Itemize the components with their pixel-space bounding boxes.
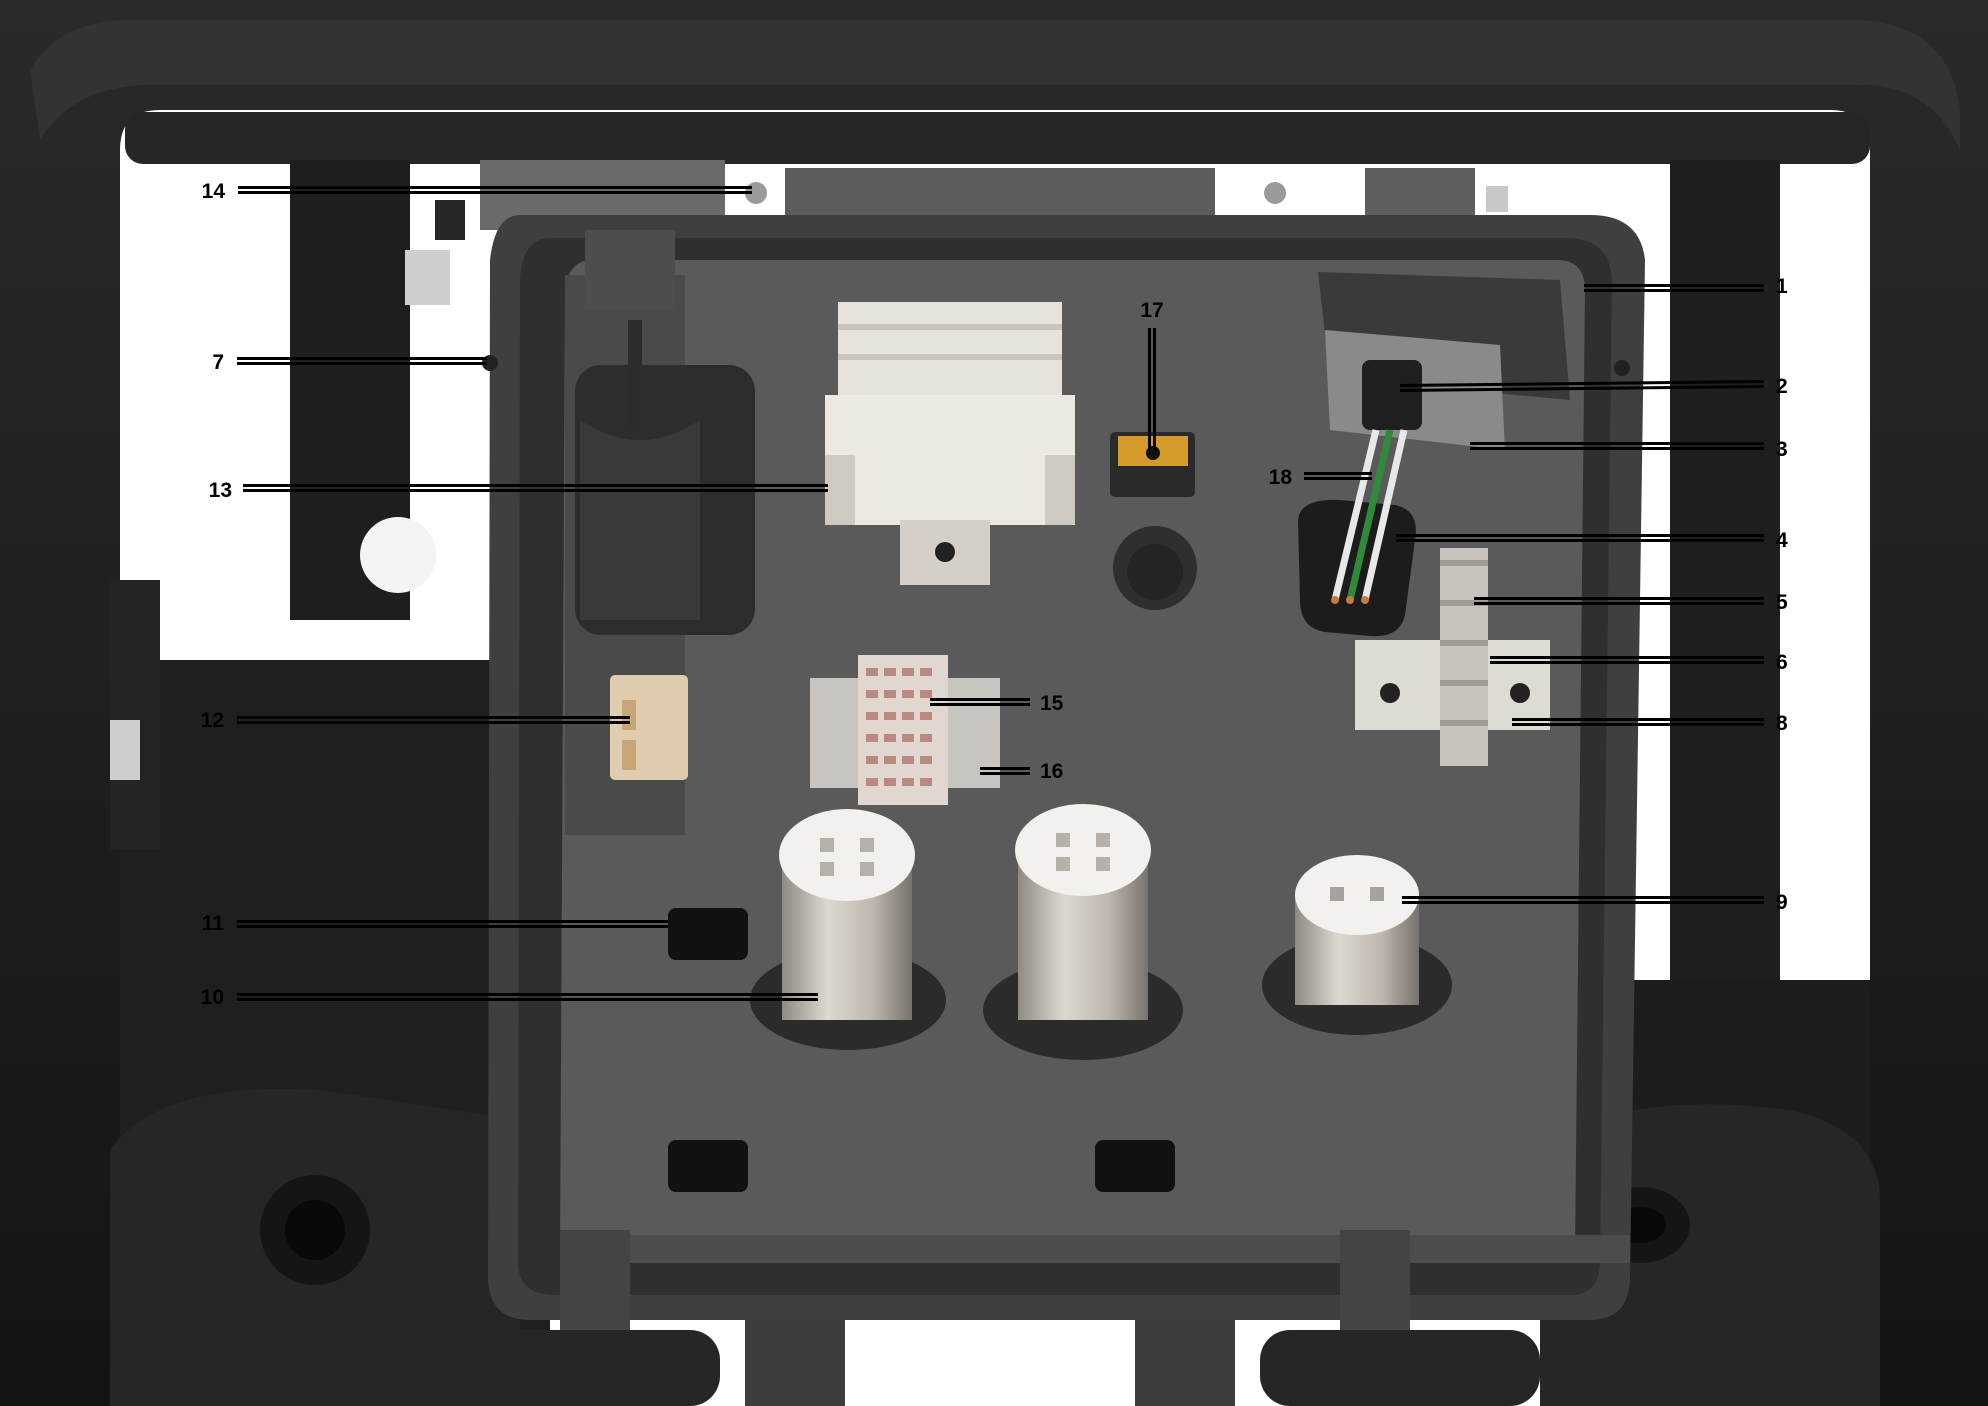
callout-label-15: 15 — [1040, 692, 1064, 715]
bolt — [405, 250, 450, 305]
terminal-block — [810, 655, 1000, 805]
bolt — [1486, 186, 1508, 212]
cable-grommet-inner — [1127, 544, 1183, 600]
wire-clip — [668, 1140, 748, 1192]
connector-12 — [610, 675, 688, 780]
callout-label-1: 1 — [1776, 275, 1788, 298]
cord-strain-relief — [1298, 272, 1570, 637]
callout-label-2: 2 — [1776, 375, 1788, 398]
callout-label-5: 5 — [1776, 591, 1788, 614]
callout-label-6: 6 — [1776, 651, 1788, 674]
capacitor-3 — [1262, 855, 1452, 1035]
wire-clips — [668, 908, 1175, 1192]
callout-label-18: 18 — [1269, 466, 1293, 489]
leader-line-2 — [1399, 380, 1765, 387]
terminal-strip — [1355, 548, 1550, 766]
callout-label-7: 7 — [212, 351, 224, 374]
callout-label-13: 13 — [209, 479, 232, 502]
callout-label-17: 17 — [1140, 299, 1163, 322]
callout-label-3: 3 — [1776, 438, 1788, 461]
callout-label-16: 16 — [1040, 760, 1063, 783]
callout-label-9: 9 — [1776, 891, 1788, 914]
wire-clip — [668, 908, 748, 960]
bolt — [1264, 182, 1286, 204]
callout-label-10: 10 — [201, 986, 224, 1009]
bolt — [435, 200, 465, 240]
callout-label-11: 11 — [202, 912, 225, 935]
callout-label-4: 4 — [1776, 529, 1788, 552]
bolt — [1614, 360, 1630, 376]
wire-clip — [1095, 1140, 1175, 1192]
relay-contactor — [825, 302, 1075, 585]
leader-lines — [237, 186, 1765, 1001]
callout-label-8: 8 — [1776, 712, 1788, 735]
callout-label-14: 14 — [202, 180, 226, 203]
capacitor-2 — [983, 804, 1183, 1060]
leader-line-2 — [1399, 385, 1765, 392]
callout-label-12: 12 — [201, 709, 224, 732]
fuse-block — [1110, 432, 1195, 497]
